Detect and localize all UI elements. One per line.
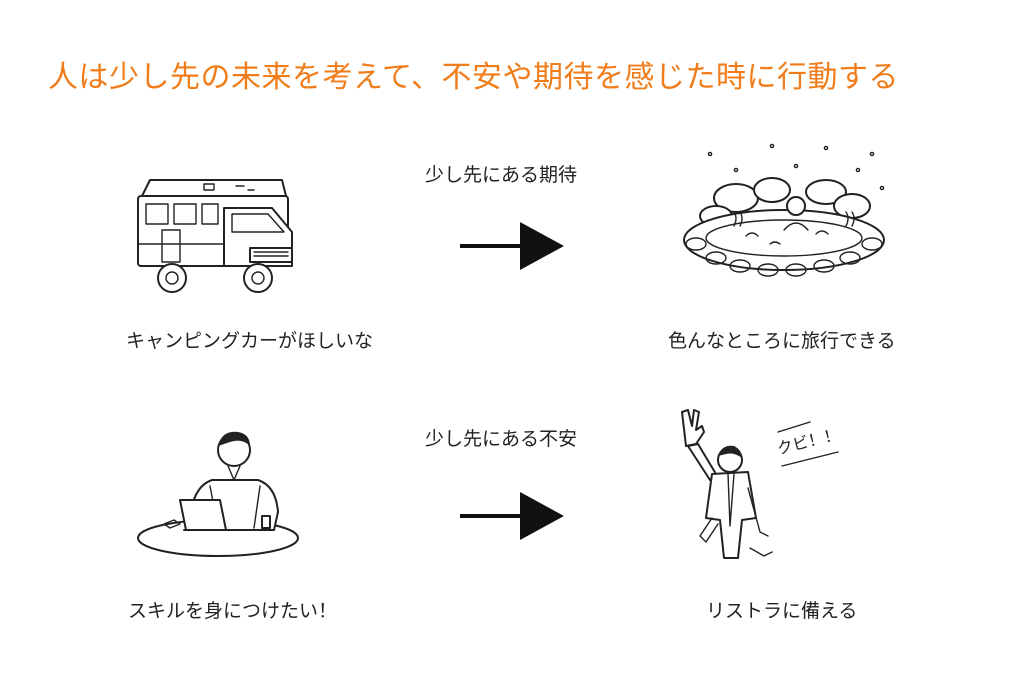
caption-restructure: リストラに備える bbox=[706, 600, 858, 622]
hot-spring-icon bbox=[683, 143, 885, 277]
arrow-label-anxiety: 少し先にある不安 bbox=[425, 428, 578, 450]
arrow-right-icon bbox=[460, 222, 564, 270]
fired-man-icon bbox=[681, 409, 773, 559]
caption-skill: スキルを身につけたい！ bbox=[128, 600, 338, 622]
camper-van-icon bbox=[137, 179, 293, 293]
exclaim-lines bbox=[777, 421, 839, 467]
headline: 人は少し先の未来を考えて、不安や期待を感じた時に行動する bbox=[48, 60, 899, 95]
person-laptop-icon bbox=[137, 431, 299, 557]
caption-camper: キャンピングカーがほしいな bbox=[126, 330, 374, 352]
arrow-label-expectation: 少し先にある期待 bbox=[425, 164, 578, 186]
caption-travel: 色んなところに旅行できる bbox=[668, 330, 896, 352]
arrow-right-icon-2 bbox=[460, 492, 564, 540]
